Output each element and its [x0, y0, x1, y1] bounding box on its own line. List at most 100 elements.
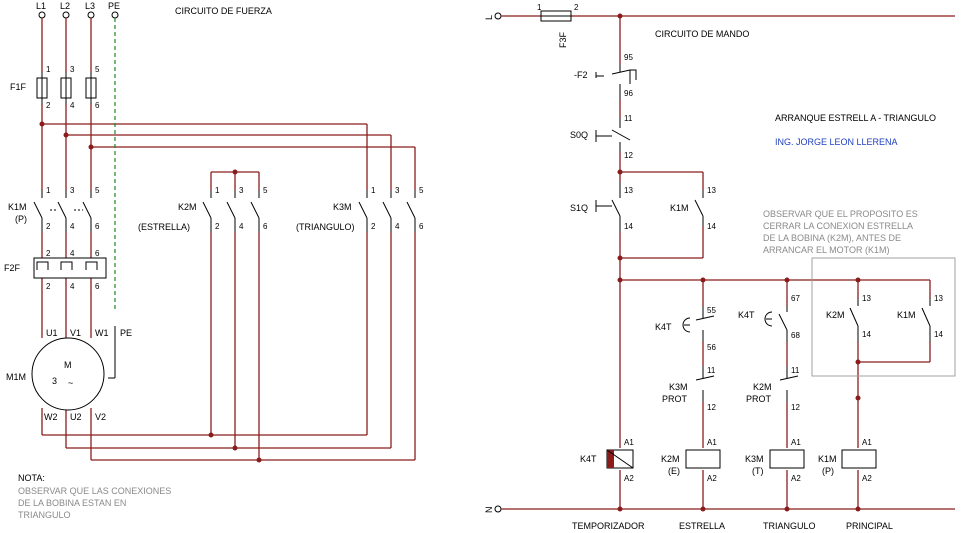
- svg-text:3: 3: [70, 65, 75, 74]
- svg-text:K2M: K2M: [661, 454, 680, 464]
- phase-terminals: L1 L2 L3 PE: [36, 1, 120, 19]
- svg-text:ESTRELLA: ESTRELLA: [679, 521, 725, 531]
- coil-k4t: K4T A1 A2: [580, 438, 634, 483]
- svg-text:TRIANGULO: TRIANGULO: [18, 510, 71, 520]
- svg-text:K3M: K3M: [745, 454, 764, 464]
- svg-text:K4T: K4T: [655, 322, 672, 332]
- svg-text:12: 12: [791, 403, 800, 412]
- svg-text:W2: W2: [44, 412, 58, 422]
- phase-l2: L2: [60, 1, 70, 11]
- svg-text:S1Q: S1Q: [570, 203, 588, 213]
- svg-text:6: 6: [419, 222, 424, 231]
- svg-text:2: 2: [215, 222, 220, 231]
- svg-text:14: 14: [862, 330, 871, 339]
- svg-text:-F2: -F2: [574, 70, 588, 80]
- svg-text:K2M: K2M: [178, 202, 197, 212]
- contact-f2: -F2 95 96: [574, 53, 637, 100]
- svg-text:K1M: K1M: [8, 202, 27, 212]
- power-junctions: [39, 121, 262, 463]
- svg-text:6: 6: [95, 222, 100, 231]
- svg-text:11: 11: [624, 114, 633, 123]
- svg-text:PE: PE: [120, 328, 132, 338]
- coil-k3m: K3M (T) A1 A2: [745, 438, 805, 483]
- svg-text:U1: U1: [46, 328, 58, 338]
- svg-text:3: 3: [52, 376, 57, 386]
- svg-text:4: 4: [395, 222, 400, 231]
- svg-text:NOTA:: NOTA:: [18, 473, 45, 483]
- motor-m1m: M1M U1 V1 W1 PE M 3 ~ W2 U2 V2: [6, 326, 132, 422]
- svg-text:55: 55: [707, 306, 716, 315]
- svg-text:K1M: K1M: [897, 310, 916, 320]
- observe-box: [811, 257, 956, 377]
- author: ING. JORGE LEON LLERENA: [775, 137, 898, 147]
- svg-text:TEMPORIZADOR: TEMPORIZADOR: [572, 521, 645, 531]
- svg-text:13: 13: [862, 294, 871, 303]
- phase-l3: L3: [85, 1, 95, 11]
- svg-text:4: 4: [70, 222, 75, 231]
- control-junctions: [617, 13, 861, 512]
- phase-l1: L1: [36, 1, 46, 11]
- svg-text:6: 6: [95, 101, 100, 110]
- svg-text:K2M: K2M: [826, 310, 845, 320]
- power-title: CIRCUITO DE FUERZA: [175, 6, 272, 16]
- interlock-k3m: K3M PROT 11 12: [662, 366, 716, 412]
- svg-text:5: 5: [419, 186, 424, 195]
- svg-text:F1F: F1F: [10, 82, 27, 92]
- svg-text:4: 4: [70, 249, 75, 258]
- timer-contact-k4t-no: K4T 67 68: [738, 294, 800, 342]
- svg-text:K1M: K1M: [818, 454, 837, 464]
- svg-text:14: 14: [707, 222, 716, 231]
- svg-text:U2: U2: [70, 412, 82, 422]
- svg-text:68: 68: [791, 331, 800, 340]
- svg-text:6: 6: [95, 282, 100, 291]
- svg-text:(P): (P): [822, 466, 834, 476]
- svg-text:14: 14: [934, 330, 943, 339]
- svg-text:F2F: F2F: [4, 263, 21, 273]
- svg-text:13: 13: [624, 186, 633, 195]
- observe-note: OBSERVAR QUE EL PROPOSITO ES CERRAR LA C…: [763, 209, 918, 255]
- coil-k1m: K1M (P) A1 A2: [818, 438, 877, 483]
- svg-text:13: 13: [934, 294, 943, 303]
- box-contact-k1m: K1M 13 14: [897, 294, 943, 342]
- fuse-f3f: 1 2 F3F: [537, 3, 579, 48]
- svg-text:A2: A2: [624, 474, 634, 483]
- timer-contact-k4t-nc: K4T 55 56: [655, 306, 716, 352]
- svg-text:TRIANGULO: TRIANGULO: [763, 521, 816, 531]
- svg-text:13: 13: [707, 186, 716, 195]
- svg-text:(T): (T): [752, 466, 764, 476]
- supply-rails: L N: [484, 12, 955, 514]
- svg-text:A1: A1: [624, 438, 634, 447]
- svg-text:14: 14: [624, 222, 633, 231]
- svg-text:96: 96: [624, 89, 633, 98]
- svg-text:6: 6: [95, 249, 100, 258]
- svg-text:OBSERVAR QUE EL PROPOSITO ES: OBSERVAR QUE EL PROPOSITO ES: [763, 209, 918, 219]
- svg-text:(ESTRELLA): (ESTRELLA): [138, 222, 190, 232]
- svg-text:4: 4: [70, 282, 75, 291]
- svg-text:2: 2: [371, 222, 376, 231]
- svg-text:2: 2: [46, 249, 51, 258]
- svg-text:1: 1: [46, 65, 51, 74]
- svg-text:CERRAR LA CONEXION ESTRELLA: CERRAR LA CONEXION ESTRELLA: [763, 221, 913, 231]
- svg-text:11: 11: [791, 366, 800, 375]
- svg-text:DE LA BOBINA (K2M), ANTES DE: DE LA BOBINA (K2M), ANTES DE: [763, 233, 901, 243]
- seal-contact-k1m: K1M 13 14: [670, 186, 716, 231]
- svg-text:1: 1: [371, 186, 376, 195]
- svg-text:1: 1: [46, 186, 51, 195]
- svg-text:6: 6: [263, 222, 268, 231]
- svg-text:3: 3: [239, 186, 244, 195]
- svg-text:F3F: F3F: [558, 31, 568, 48]
- svg-text:~: ~: [68, 378, 73, 388]
- control-title: CIRCUITO DE MANDO: [655, 29, 749, 39]
- control-wires: [619, 16, 931, 509]
- svg-text:5: 5: [95, 65, 100, 74]
- svg-text:A2: A2: [862, 474, 872, 483]
- svg-text:N: N: [484, 507, 494, 514]
- svg-text:DE LA BOBINA ESTAN EN: DE LA BOBINA ESTAN EN: [18, 498, 126, 508]
- svg-text:67: 67: [791, 294, 800, 303]
- svg-text:3: 3: [70, 186, 75, 195]
- svg-text:4: 4: [239, 222, 244, 231]
- svg-text:PROT: PROT: [662, 394, 688, 404]
